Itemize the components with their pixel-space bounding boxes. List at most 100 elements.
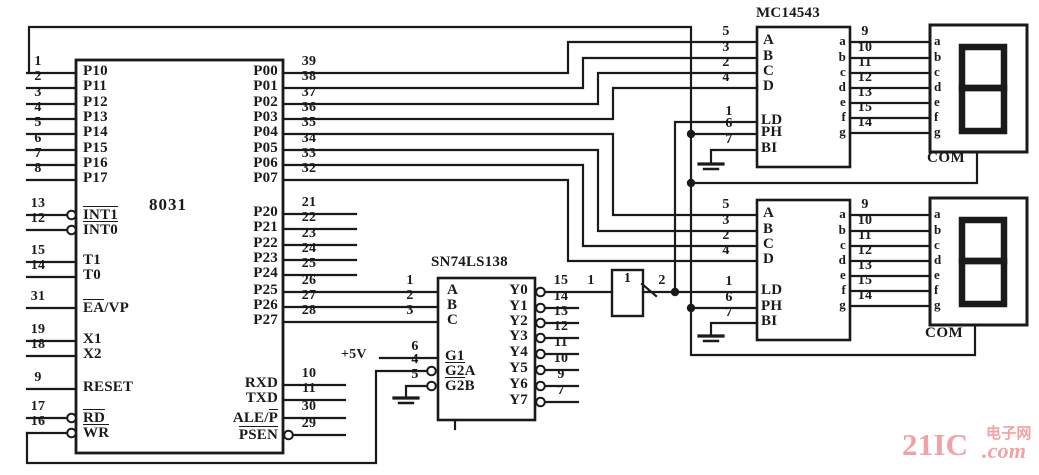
driver1-title: MC14543 xyxy=(756,5,820,21)
mcu-left-pin-name-3-pre: P13 xyxy=(83,109,108,125)
mcu-left-pin-name-3: P13 xyxy=(83,109,108,126)
mcu-right-pin-name-4: P04 xyxy=(226,124,278,141)
mcu-left-pin-name-12: EA/VP xyxy=(83,299,129,317)
driver1-input-name-2: C xyxy=(763,63,775,79)
mcu-left-pin-name-7: P17 xyxy=(83,170,108,187)
wire-ph-bi xyxy=(689,132,759,336)
decoder-enable-name-2-bar: G2 xyxy=(445,377,465,394)
mcu-right-pin-name-5: P05 xyxy=(226,140,278,157)
wire-segment-lines xyxy=(848,40,932,308)
display1-segment-3: d xyxy=(934,79,942,94)
driver1-output-num-2: 11 xyxy=(858,55,872,70)
decoder-output-num-2: 13 xyxy=(553,304,569,319)
mcu-right-pin-name-18-pre: ALE/ xyxy=(232,410,269,426)
wire-wr-to-g2a xyxy=(25,369,429,465)
display2-outline xyxy=(928,196,1029,327)
driver1-output-name-0: a xyxy=(839,33,846,48)
mcu-right-pin-name-9: P21 xyxy=(226,219,278,236)
ground-bars-short xyxy=(397,167,720,405)
display1-eight-glyph xyxy=(958,43,1008,135)
driver1-output-name-1: b xyxy=(838,49,846,64)
decoder-output-name-4: Y4 xyxy=(509,344,528,360)
mcu-left-pin-name-6: P16 xyxy=(83,155,108,172)
driver2-control-num-1: 6 xyxy=(725,290,733,305)
driver1-output-num-3: 12 xyxy=(857,70,873,85)
mcu-left-pin-num-2: 3 xyxy=(34,85,42,100)
mcu-left-pin-num-14: 18 xyxy=(30,337,46,352)
mcu-right-pin-num-6: 33 xyxy=(301,146,317,161)
mcu-right-pin-name-13-pre: P25 xyxy=(253,282,278,298)
decoder-output-num-7: 7 xyxy=(557,383,565,398)
mcu-right-pin-name-16: RXD xyxy=(226,375,278,392)
driver2-control-name-1: PH xyxy=(761,298,783,314)
driver1-output-name-3: d xyxy=(838,79,846,94)
mcu-right-pin-name-15-pre: P27 xyxy=(253,312,278,328)
decoder-output-name-6: Y6 xyxy=(509,376,528,392)
mcu-left-pin-num-9: 12 xyxy=(30,211,46,226)
mcu-right-pin-num-4: 35 xyxy=(301,115,317,130)
wire-mcu-left-stubs xyxy=(25,71,78,435)
mcu-left-pin-name-17: WR xyxy=(83,424,110,442)
display1-outline xyxy=(928,23,1029,154)
display2-segment-2: c xyxy=(934,237,940,252)
driver1-control-num-0: 1 xyxy=(725,104,733,119)
mcu-left-pin-num-1: 2 xyxy=(34,69,42,84)
mcu-left-pin-name-13: X1 xyxy=(83,331,102,348)
junction-dots xyxy=(670,129,696,313)
wire-p0-bus xyxy=(281,40,759,263)
mcu-left-pin-name-13-pre: X1 xyxy=(83,331,102,347)
driver1-output-num-4: 13 xyxy=(857,85,873,100)
driver1-input-name-1: B xyxy=(763,48,774,64)
mcu-right-pin-name-4-pre: P04 xyxy=(253,124,278,140)
display1-segment-6: g xyxy=(934,124,941,139)
inverter-input-pin: 1 xyxy=(587,273,595,288)
mcu-left-pin-num-17: 16 xyxy=(30,414,46,429)
mcu-left-pin-name-5: P15 xyxy=(83,140,108,157)
driver2-control-num-2: 7 xyxy=(725,305,733,320)
mcu-left-pin-name-4-pre: P14 xyxy=(83,124,108,140)
mcu-left-pin-name-5-pre: P15 xyxy=(83,140,108,156)
driver2-input-num-2: 2 xyxy=(722,228,730,243)
display1-segment-2: c xyxy=(934,64,940,79)
mcu-right-pin-name-13: P25 xyxy=(226,282,278,299)
display1-segment-4: e xyxy=(934,94,940,109)
driver1-output-num-5: 15 xyxy=(857,100,873,115)
mcu-left-pin-name-8-bar: INT1 xyxy=(83,206,118,223)
mcu-right-pin-name-7-pre: P07 xyxy=(253,170,278,186)
display2-com-label: COM xyxy=(925,325,964,341)
driver2-output-name-2: c xyxy=(840,237,846,252)
display1-segment-5: f xyxy=(934,109,939,124)
driver1-output-name-4: e xyxy=(840,94,846,109)
driver2-control-name-0: LD xyxy=(761,282,783,298)
mcu-left-pin-name-1-pre: P11 xyxy=(83,78,107,94)
decoder-enable-name-0-pre: G1 xyxy=(445,348,465,364)
driver2-control-num-0: 1 xyxy=(725,274,733,289)
mcu-right-pin-num-13: 26 xyxy=(301,273,317,288)
decoder-output-num-3: 12 xyxy=(553,319,569,334)
driver2-output-num-4: 13 xyxy=(857,258,873,273)
display2-segment-4: e xyxy=(934,267,940,282)
mcu-outline xyxy=(74,58,285,455)
mcu-right-pin-name-3: P03 xyxy=(226,109,278,126)
mcu-right-pin-name-2-pre: P02 xyxy=(253,94,278,110)
driver1-output-name-5: f xyxy=(841,109,846,124)
driver2-output-num-2: 11 xyxy=(858,228,872,243)
ground-bars-long xyxy=(392,162,725,400)
watermark-cn: 电子网 xyxy=(986,426,1032,442)
mcu-left-pin-num-13: 19 xyxy=(30,322,46,337)
decoder-output-name-0: Y0 xyxy=(509,282,528,298)
driver1-output-num-1: 10 xyxy=(857,40,873,55)
driver1-outline xyxy=(755,25,852,169)
decoder-enable-name-2: G2B xyxy=(445,377,475,395)
driver2-input-name-2: C xyxy=(763,236,775,252)
driver2-control-name-2: BI xyxy=(761,313,778,329)
display1-com-label: COM xyxy=(927,150,966,166)
mcu-left-pin-name-12-post: /VP xyxy=(104,300,130,316)
decoder-output-num-4: 11 xyxy=(554,335,568,350)
mcu-right-pin-num-3: 36 xyxy=(301,100,317,115)
mcu-right-pin-name-0-pre: P00 xyxy=(253,63,278,79)
mcu-left-pin-name-17-bar: WR xyxy=(83,424,110,441)
display2-segment-6: g xyxy=(934,297,941,312)
driver1-input-name-0: A xyxy=(763,32,775,48)
